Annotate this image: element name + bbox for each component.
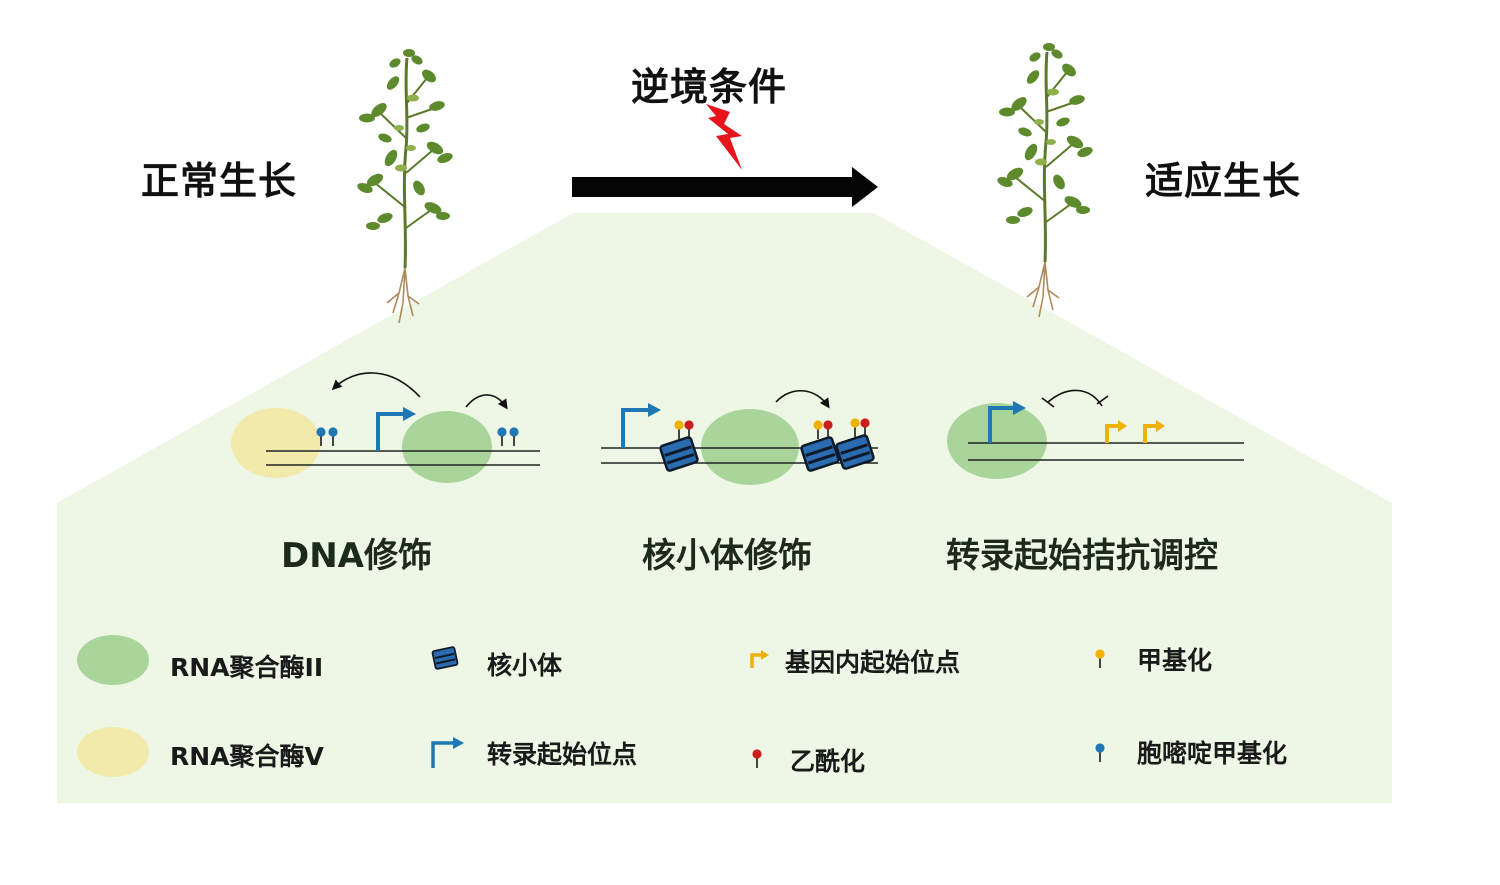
main-arrow-icon [572,167,878,207]
legend-intragenic-icon [750,650,769,668]
plant-normal-icon [354,47,456,325]
stress-condition-label: 逆境条件 [631,65,788,109]
legend-tss-icon [431,737,464,768]
adaptive-growth-label: 适应生长 [1145,159,1302,203]
legend-pol5-label: RNA聚合酶V [170,742,324,771]
intragenic-start-site-arrow [1105,424,1119,443]
tss-antagonism-label: 转录起始拮抗调控 [946,536,1218,576]
legend-acetylation-label: 乙酰化 [790,747,866,776]
legend-nucleosome-icon [431,645,459,671]
tss-antagonism-diagram [947,389,1244,479]
legend-cmethyl-label: 胞嘧啶甲基化 [1137,739,1288,768]
rna-polymerase-ii-ellipse [402,411,492,483]
transcription-start-site-arrow [376,412,405,451]
legend-pol2-icon [77,635,149,685]
legend-tss-label: 转录起始位点 [487,740,638,769]
plant-adapted-icon [994,41,1096,319]
legend-intragenic-label: 基因内起始位点 [785,648,961,677]
lightning-icon [706,104,742,170]
nucleosome-modification-diagram [601,389,878,485]
dna-modification-diagram [231,372,540,483]
legend-methylation-label: 甲基化 [1137,646,1213,675]
mechanism-panel [57,213,1392,803]
rna-polymerase-v-ellipse [231,408,321,478]
legend-pol2-label: RNA聚合酶II [170,653,324,682]
legend-nucleosome-label: 核小体 [487,651,563,680]
normal-growth-label: 正常生长 [141,159,298,203]
dna-modification-label: DNA修饰 [281,536,432,576]
nucleosome-modification-label: 核小体修饰 [642,536,812,576]
legend-pol5-icon [77,727,149,777]
